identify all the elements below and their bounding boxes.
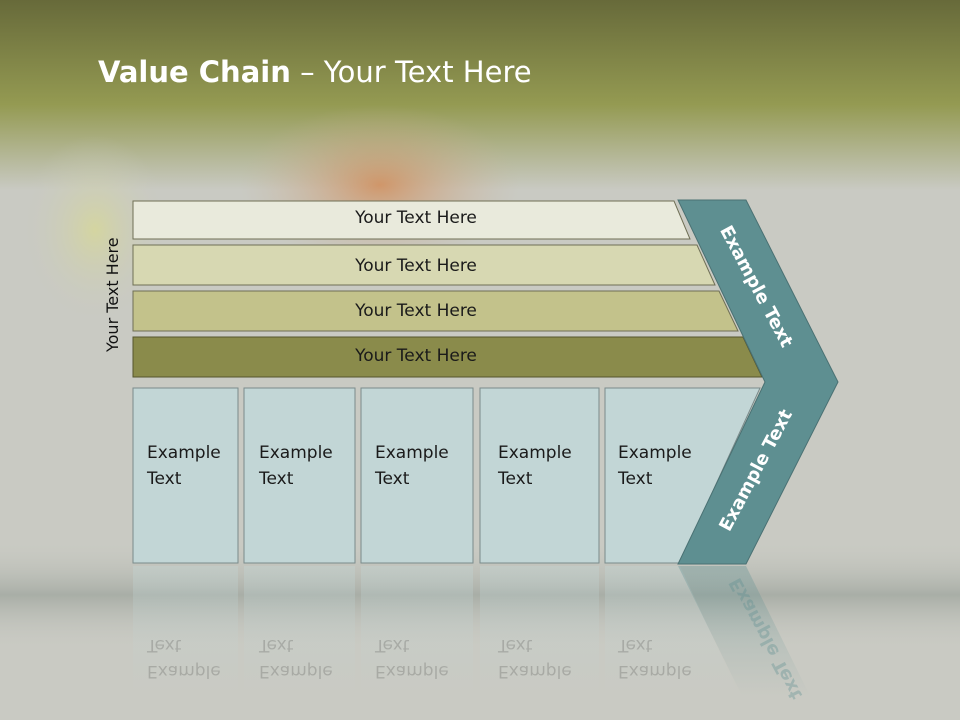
value-row-1[interactable] [132, 200, 691, 240]
value-chevron[interactable] [677, 199, 839, 565]
chevron-reflection [678, 566, 810, 696]
title-rest: – Your Text Here [290, 55, 532, 89]
title-bold: Value Chain [98, 55, 291, 89]
row-label-4: Your Text Here [355, 346, 477, 366]
cell-reflection [361, 566, 473, 696]
row-label-2: Your Text Here [355, 256, 477, 276]
cell-reflection [133, 566, 238, 696]
cell-reflection [605, 566, 740, 696]
row-label-3: Your Text Here [355, 301, 477, 321]
slide-title: Value Chain – Your Text Here [98, 55, 532, 89]
cell-reflection [480, 566, 599, 696]
cell-reflection [244, 566, 355, 696]
value-row-2[interactable] [132, 244, 716, 286]
value-row-3[interactable] [132, 290, 739, 332]
activity-cell-1[interactable] [132, 387, 239, 564]
activity-cell-3[interactable] [360, 387, 474, 564]
value-row-4[interactable] [132, 336, 763, 378]
activity-cell-2[interactable] [243, 387, 356, 564]
activity-cell-4[interactable] [479, 387, 600, 564]
row-label-1: Your Text Here [355, 208, 477, 228]
